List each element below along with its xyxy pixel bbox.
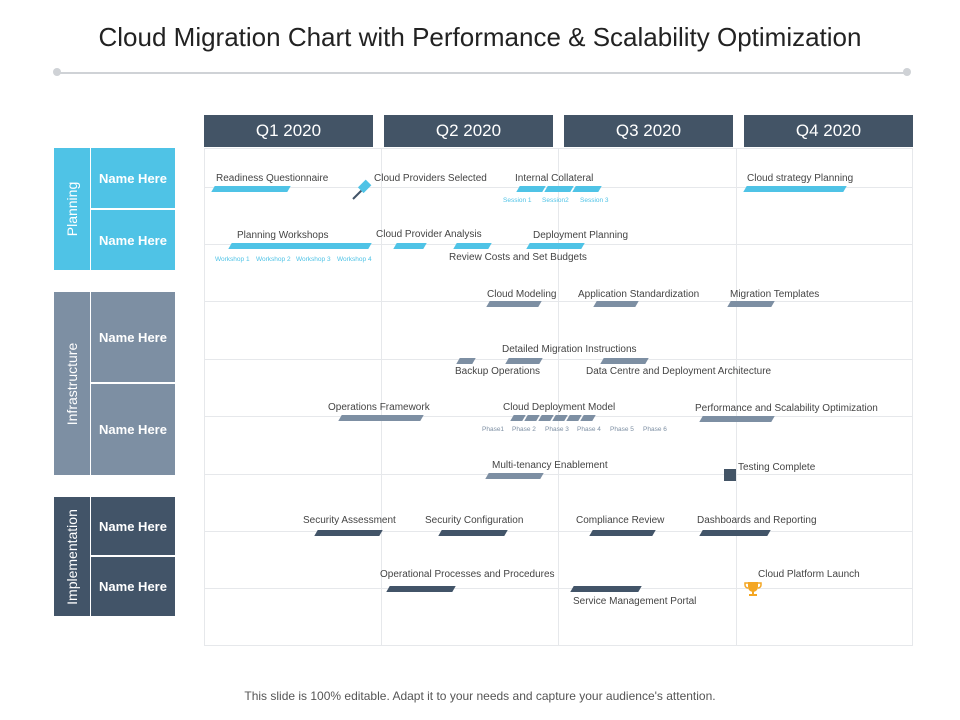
task-bar-security-assessment xyxy=(314,530,383,536)
trophy-icon xyxy=(744,582,762,596)
task-bar-readiness-questionnaire xyxy=(211,186,291,192)
task-label-cloud-provider-analysis: Cloud Provider Analysis xyxy=(376,229,482,240)
task-label-data-centre: Data Centre and Deployment Architecture xyxy=(586,366,772,377)
grid-vline xyxy=(381,148,382,646)
workshop-label-4: Workshop 4 xyxy=(337,256,372,263)
phase-label-2: Phase 2 xyxy=(512,426,536,433)
quarter-header-q4: Q4 2020 xyxy=(744,115,913,147)
task-label-performance-scalability: Performance and Scalability Optimization xyxy=(695,403,878,414)
task-label-cloud-deployment-model: Cloud Deployment Model xyxy=(503,402,616,413)
task-bar-cloud-strategy-planning xyxy=(743,186,847,192)
row-name-planning-2: Name Here xyxy=(91,210,175,270)
task-label-deployment-planning: Deployment Planning xyxy=(533,230,629,241)
task-label-migration-templates: Migration Templates xyxy=(730,289,820,300)
title-divider xyxy=(57,72,907,74)
milestone-square-icon xyxy=(724,469,736,481)
task-label-cloud-modeling: Cloud Modeling xyxy=(487,289,557,300)
task-label-cloud-platform-launch: Cloud Platform Launch xyxy=(758,569,860,580)
task-bar-cloud-modeling xyxy=(486,301,542,307)
task-bar-security-configuration xyxy=(438,530,508,536)
phase-label-4: Phase 4 xyxy=(577,426,601,433)
workshop-label-1: Workshop 1 xyxy=(215,256,250,263)
session-label-2: Session2 xyxy=(542,197,569,204)
grid-hline xyxy=(204,474,913,475)
task-bar-service-management-portal xyxy=(570,586,642,592)
task-label-detailed-migration-instructions: Detailed Migration Instructions xyxy=(502,344,637,355)
session-label-3: Session 3 xyxy=(580,197,609,204)
task-label-multi-tenancy: Multi-tenancy Enablement xyxy=(492,460,608,471)
grid-vline xyxy=(736,148,737,646)
footer-note: This slide is 100% editable. Adapt it to… xyxy=(244,689,716,703)
row-name-infrastructure-2: Name Here xyxy=(91,384,175,475)
task-bar-application-standardization xyxy=(593,301,639,307)
task-bar-cloud-provider-analysis-b xyxy=(453,243,492,249)
phase-label-5: Phase 5 xyxy=(610,426,634,433)
task-bar-detailed-migration-a xyxy=(505,358,543,364)
slide-title: Cloud Migration Chart with Performance &… xyxy=(98,22,862,52)
task-bar-cloud-provider-analysis-a xyxy=(393,243,427,249)
grid-hline xyxy=(204,359,913,360)
task-bar-deployment-planning xyxy=(526,243,585,249)
category-label-implementation: Implementation xyxy=(64,508,80,605)
task-bar-detailed-migration-b xyxy=(600,358,649,364)
task-bar-performance-scalability xyxy=(699,416,775,422)
task-label-security-assessment: Security Assessment xyxy=(303,515,396,526)
task-label-operations-framework: Operations Framework xyxy=(328,402,430,413)
grid-hline xyxy=(204,588,913,589)
grid-hline xyxy=(204,301,913,302)
task-label-cloud-providers-selected: Cloud Providers Selected xyxy=(374,173,487,184)
row-name-infrastructure-1: Name Here xyxy=(91,292,175,382)
session-label-1: Session 1 xyxy=(503,197,532,204)
task-bar-compliance-review xyxy=(589,530,656,536)
workshop-label-2: Workshop 2 xyxy=(256,256,291,263)
divider-left-dot xyxy=(53,68,61,76)
category-infrastructure: Infrastructure xyxy=(54,292,90,475)
task-label-application-standardization: Application Standardization xyxy=(578,289,700,300)
phase-label-6: Phase 6 xyxy=(643,426,667,433)
task-bar-session-1 xyxy=(516,186,546,192)
category-label-infrastructure: Infrastructure xyxy=(64,342,80,425)
task-label-backup-operations: Backup Operations xyxy=(455,366,541,377)
pin-icon xyxy=(352,179,372,200)
task-label-service-management-portal: Service Management Portal xyxy=(573,596,697,607)
row-name-implementation-1: Name Here xyxy=(91,497,175,555)
quarter-header-q1: Q1 2020 xyxy=(204,115,373,147)
task-label-cloud-strategy-planning: Cloud strategy Planning xyxy=(747,173,854,184)
phase-label-3: Phase 3 xyxy=(545,426,569,433)
task-bar-dashboards-reporting xyxy=(699,530,771,536)
grid-hline xyxy=(204,531,913,532)
task-bar-operational-processes xyxy=(386,586,456,592)
task-bar-multi-tenancy xyxy=(485,473,544,479)
workshop-label-3: Workshop 3 xyxy=(296,256,331,263)
task-bar-operations-framework xyxy=(338,415,424,421)
task-label-dashboards-reporting: Dashboards and Reporting xyxy=(697,515,817,526)
phase-label-1: Phase1 xyxy=(482,426,505,433)
task-label-operational-processes: Operational Processes and Procedures xyxy=(380,569,555,580)
task-label-compliance-review: Compliance Review xyxy=(576,515,665,526)
task-bar-session-3 xyxy=(572,186,602,192)
category-planning: Planning xyxy=(54,148,90,270)
task-label-security-configuration: Security Configuration xyxy=(425,515,524,526)
category-implementation: Implementation xyxy=(54,497,90,616)
task-bar-planning-workshops xyxy=(228,243,372,249)
task-label-planning-workshops: Planning Workshops xyxy=(237,230,329,241)
divider-right-dot xyxy=(903,68,911,76)
quarter-header-q3: Q3 2020 xyxy=(564,115,733,147)
quarter-header-q2: Q2 2020 xyxy=(384,115,553,147)
task-bar-migration-templates xyxy=(727,301,775,307)
category-label-planning: Planning xyxy=(64,181,80,237)
task-label-readiness-questionnaire: Readiness Questionnaire xyxy=(216,173,329,184)
task-label-testing-complete: Testing Complete xyxy=(738,462,816,473)
row-name-implementation-2: Name Here xyxy=(91,557,175,616)
row-name-planning-1: Name Here xyxy=(91,148,175,208)
task-bar-session-2 xyxy=(544,186,574,192)
task-label-internal-collateral: Internal Collateral xyxy=(515,173,594,184)
grid-vline xyxy=(558,148,559,646)
task-label-review-costs: Review Costs and Set Budgets xyxy=(449,252,587,263)
